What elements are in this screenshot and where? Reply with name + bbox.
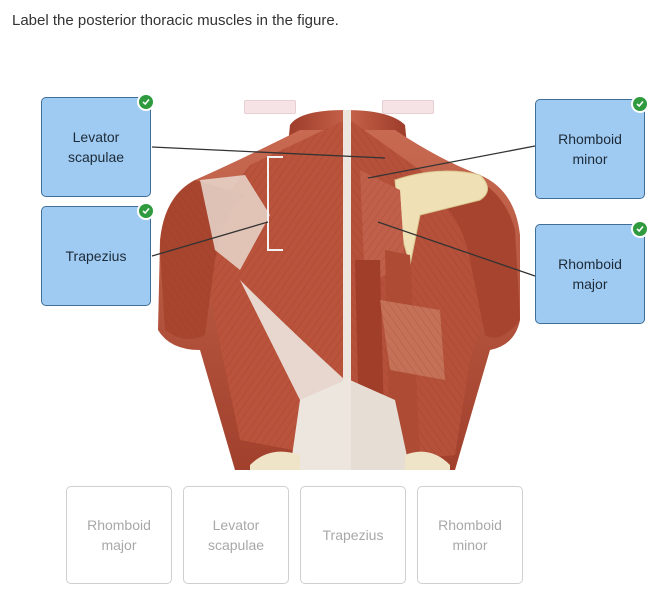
word-bank-tile-rhomboid-major[interactable]: Rhomboid major — [66, 486, 172, 584]
placed-label-text: Levator scapulae — [67, 129, 125, 165]
bank-tile-text: Rhomboid minor — [438, 517, 502, 553]
empty-drop-slot[interactable] — [382, 100, 434, 114]
word-bank-tile-trapezius[interactable]: Trapezius — [300, 486, 406, 584]
empty-drop-slot[interactable] — [244, 100, 296, 114]
placed-label-levator-scapulae[interactable]: Levator scapulae — [41, 93, 155, 197]
check-icon — [137, 202, 155, 220]
check-icon — [631, 220, 649, 238]
instruction-text: Label the posterior thoracic muscles in … — [12, 12, 339, 29]
leader-levator-scapulae — [151, 146, 386, 159]
placed-label-text: Rhomboid minor — [558, 131, 622, 167]
word-bank-tile-rhomboid-minor[interactable]: Rhomboid minor — [417, 486, 523, 584]
placed-label-text: Rhomboid major — [558, 256, 622, 292]
check-icon — [631, 95, 649, 113]
leader-rhomboid-major — [377, 221, 536, 277]
trapezius-bracket — [267, 156, 283, 251]
bank-tile-text: Levator scapulae — [207, 517, 265, 553]
bank-tile-text: Rhomboid major — [87, 517, 151, 553]
placed-label-rhomboid-major[interactable]: Rhomboid major — [535, 220, 649, 324]
leader-rhomboid-minor — [367, 145, 536, 179]
placed-label-text: Trapezius — [65, 248, 127, 264]
placed-label-rhomboid-minor[interactable]: Rhomboid minor — [535, 95, 649, 199]
leader-trapezius — [151, 221, 269, 257]
bank-tile-text: Trapezius — [322, 527, 384, 543]
word-bank-tile-levator-scapulae[interactable]: Levator scapulae — [183, 486, 289, 584]
check-icon — [137, 93, 155, 111]
scapula-shape — [394, 170, 488, 266]
placed-label-trapezius[interactable]: Trapezius — [41, 202, 155, 306]
